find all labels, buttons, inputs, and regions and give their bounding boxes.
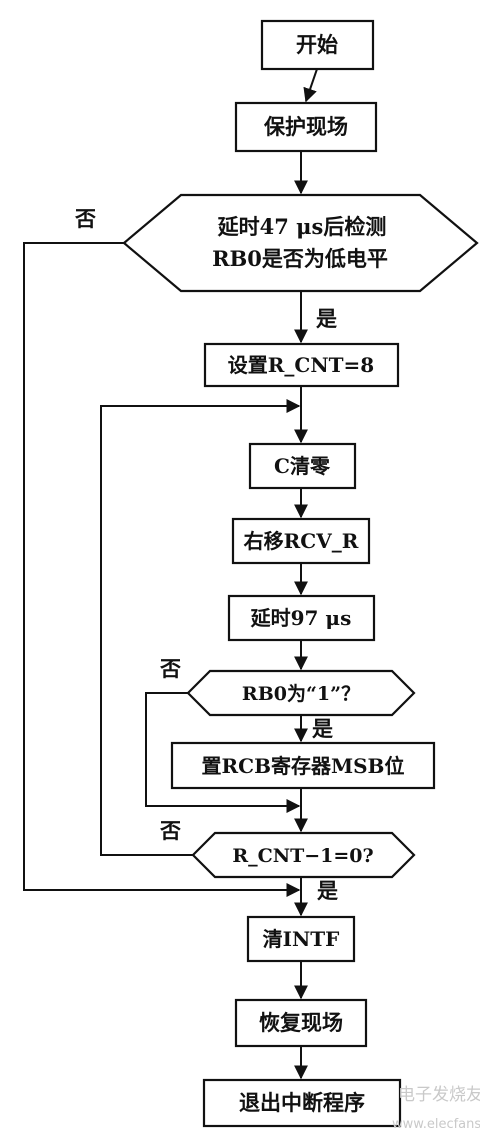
no-path-rcnt-loop (100, 399, 301, 856)
rb0-is-one-decision: RB0为“1”？ (186, 669, 416, 717)
svg-text:RB0为“1”？: RB0为“1”？ (242, 682, 360, 705)
svg-text:RB0是否为低电平: RB0是否为低电平 (212, 246, 388, 271)
rcnt-zero-decision: R_CNT−1=0? (191, 831, 416, 879)
svg-text:恢复现场: 恢复现场 (259, 1010, 343, 1035)
exit-isr-box: 退出中断程序 (202, 1078, 402, 1128)
clear-intf-box: 清INTF (246, 915, 356, 963)
svg-text:设置R_CNT=8: 设置R_CNT=8 (228, 353, 374, 377)
svg-text:延时47 μs后检测: 延时47 μs后检测 (217, 214, 387, 239)
restore-context-box: 恢复现场 (234, 998, 368, 1048)
yes-label-rcnt: 是 (317, 878, 338, 903)
svg-text:置RCB寄存器MSB位: 置RCB寄存器MSB位 (202, 754, 405, 778)
svg-text:延时97 μs: 延时97 μs (250, 606, 352, 630)
shift-rcv-box: 右移RCV_R (231, 517, 371, 565)
delay97-box: 延时97 μs (227, 594, 376, 642)
clear-c-box: C清零 (248, 442, 357, 490)
svg-text:清INTF: 清INTF (263, 927, 340, 951)
svg-text:右移RCV_R: 右移RCV_R (244, 529, 359, 553)
no-path-rb0-one (145, 692, 301, 813)
yes-label-rb0-one: 是 (312, 716, 333, 741)
svg-text:退出中断程序: 退出中断程序 (239, 1090, 365, 1115)
check-rb0-decision: 延时47 μs后检测 RB0是否为低电平 (122, 193, 479, 293)
start-box: 开始 (260, 19, 375, 71)
no-label-rcnt: 否 (160, 818, 181, 843)
arrow-start-to-save (303, 68, 318, 103)
no-label-rb0-one: 否 (160, 656, 181, 681)
svg-text:保护现场: 保护现场 (263, 114, 348, 139)
set-msb-box: 置RCB寄存器MSB位 (170, 741, 436, 790)
watermark-url: www.elecfans.com (392, 1117, 480, 1132)
save-context-box: 保护现场 (234, 101, 378, 153)
watermark-text: 电子发烧友网 (398, 1085, 480, 1105)
svg-text:C清零: C清零 (274, 454, 331, 478)
svg-text:开始: 开始 (296, 32, 338, 57)
no-path-check-rb0 (23, 242, 301, 897)
svg-text:R_CNT−1=0?: R_CNT−1=0? (232, 845, 373, 867)
no-label-check-rb0: 否 (75, 206, 96, 231)
yes-label-check-rb0: 是 (316, 306, 337, 331)
set-rcnt-box: 设置R_CNT=8 (203, 342, 400, 388)
